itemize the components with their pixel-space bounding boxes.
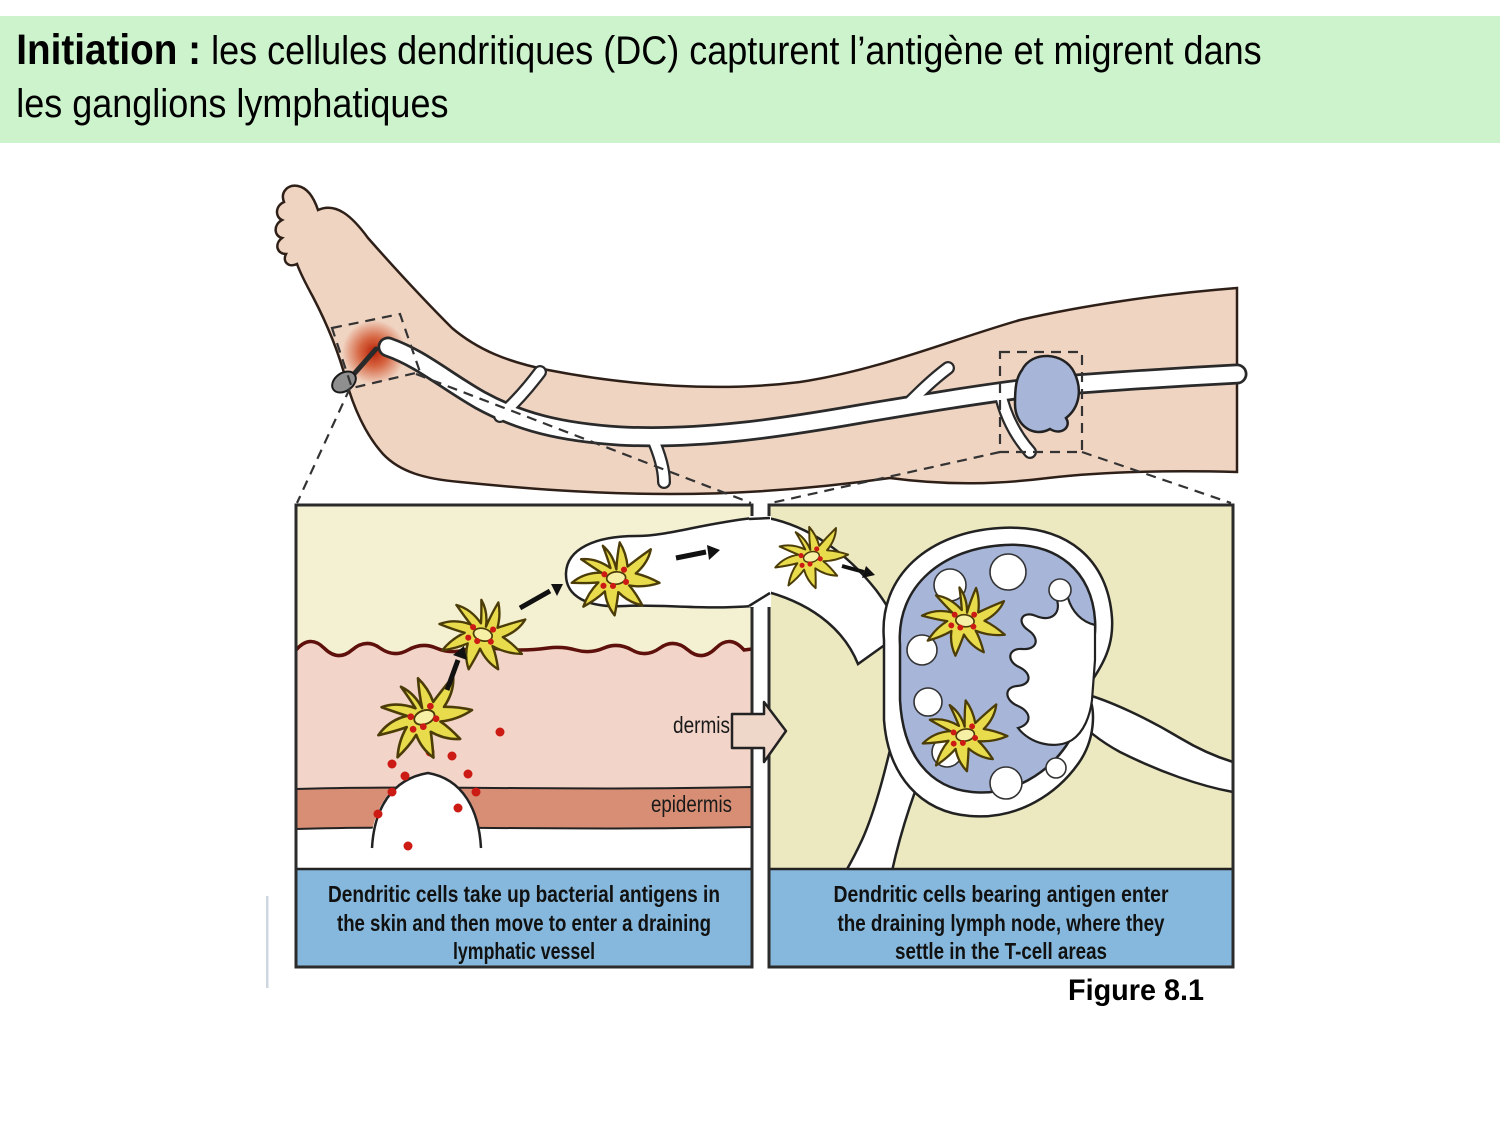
dermis-boundary-line xyxy=(294,639,753,658)
follicle xyxy=(989,553,1027,591)
lymph-node xyxy=(1013,354,1081,434)
bacteria-dot xyxy=(373,809,383,819)
connector-node-right xyxy=(1081,450,1232,505)
connector-node-left xyxy=(770,450,1001,505)
migration-arrow xyxy=(675,545,720,561)
follicle xyxy=(989,766,1023,800)
left-caption-band xyxy=(294,867,754,969)
epidermis-label: epidermis xyxy=(651,791,732,817)
right-caption-line: settle in the T-cell areas xyxy=(895,938,1107,964)
follicle xyxy=(1045,757,1067,779)
left-caption-line: the skin and then move to enter a draini… xyxy=(337,910,711,936)
bacteria-dot xyxy=(495,727,505,737)
dermis-layer xyxy=(296,641,752,794)
left-panel: dermis epidermis Dendritic cells take up… xyxy=(294,503,755,969)
lymphoid-follicles xyxy=(906,553,1072,800)
title-line-1: Initiation : les cellules dendritiques (… xyxy=(16,24,1350,78)
leg-outline xyxy=(274,184,1239,496)
right-panel: Dendritic cells bearing antigen enter th… xyxy=(766,503,1235,969)
bacteria-dot xyxy=(400,771,410,781)
title-keyword: Initiation : xyxy=(16,26,202,74)
leg-illustration xyxy=(274,184,1248,496)
zoom-connectors xyxy=(296,372,1232,505)
scan-artifact xyxy=(266,896,269,988)
figure-label: Figure 8.1 xyxy=(1068,974,1204,1007)
bacteria-dot xyxy=(387,787,397,797)
slide-title: Initiation : les cellules dendritiques (… xyxy=(0,16,1350,131)
follicle xyxy=(906,634,938,666)
connector-wound-right xyxy=(415,372,752,505)
title-line-1-rest: les cellules dendritiques (DC) capturent… xyxy=(201,29,1262,73)
follicle xyxy=(1048,578,1072,602)
title-banner: Initiation : les cellules dendritiques (… xyxy=(0,16,1500,143)
connector-wound-left xyxy=(296,387,351,504)
migration-arrow xyxy=(841,564,875,578)
dermis-label: dermis xyxy=(673,712,730,738)
panel-gap-vessel xyxy=(748,516,771,608)
bacteria-dot xyxy=(471,787,481,797)
bacteria-dot xyxy=(403,841,413,851)
panel-junction-arrow xyxy=(730,700,788,764)
migration-arrow xyxy=(444,646,467,691)
bacteria-dot xyxy=(387,759,397,769)
follicle xyxy=(913,687,943,717)
right-caption-band xyxy=(767,867,1235,969)
zoom-outline-node xyxy=(998,350,1084,454)
right-caption-line: Dendritic cells bearing antigen enter xyxy=(834,881,1169,907)
wound-breach xyxy=(370,772,482,852)
zoom-outline-wound xyxy=(330,312,422,390)
migration-arrow xyxy=(518,584,563,611)
bacteria-dot xyxy=(453,803,463,813)
right-caption-line: the draining lymph node, where they xyxy=(838,910,1165,936)
left-caption-line: lymphatic vessel xyxy=(453,938,595,964)
left-caption-line: Dendritic cells take up bacterial antige… xyxy=(328,881,720,907)
bacteria-dot xyxy=(447,751,457,761)
bacteria-dot xyxy=(463,769,473,779)
title-line-2: les ganglions lymphatiques xyxy=(16,82,449,126)
